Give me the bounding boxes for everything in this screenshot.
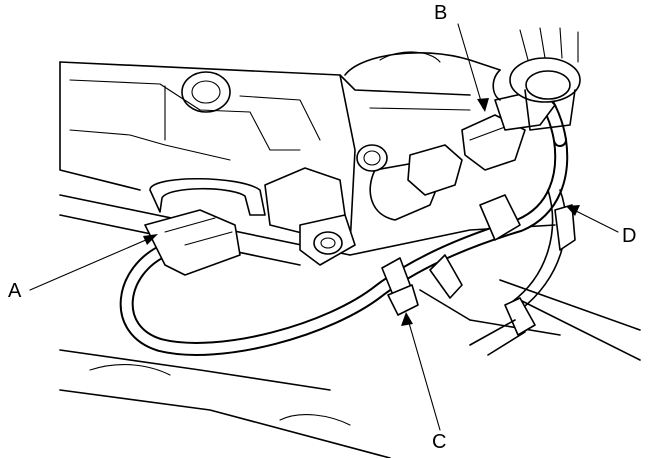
clip-c — [381, 254, 463, 316]
callout-c-label: C — [432, 431, 447, 453]
callout-b-label: B — [434, 2, 448, 24]
grommet — [492, 27, 581, 131]
connector-a — [144, 177, 266, 276]
callout-a-label: A — [8, 280, 22, 302]
lower-outline — [59, 279, 641, 458]
sensor-assembly — [264, 144, 463, 266]
leader-lines — [29, 23, 619, 431]
arrowheads — [143, 98, 580, 326]
callout-d-label: D — [622, 225, 637, 247]
clamp-d — [469, 194, 576, 356]
